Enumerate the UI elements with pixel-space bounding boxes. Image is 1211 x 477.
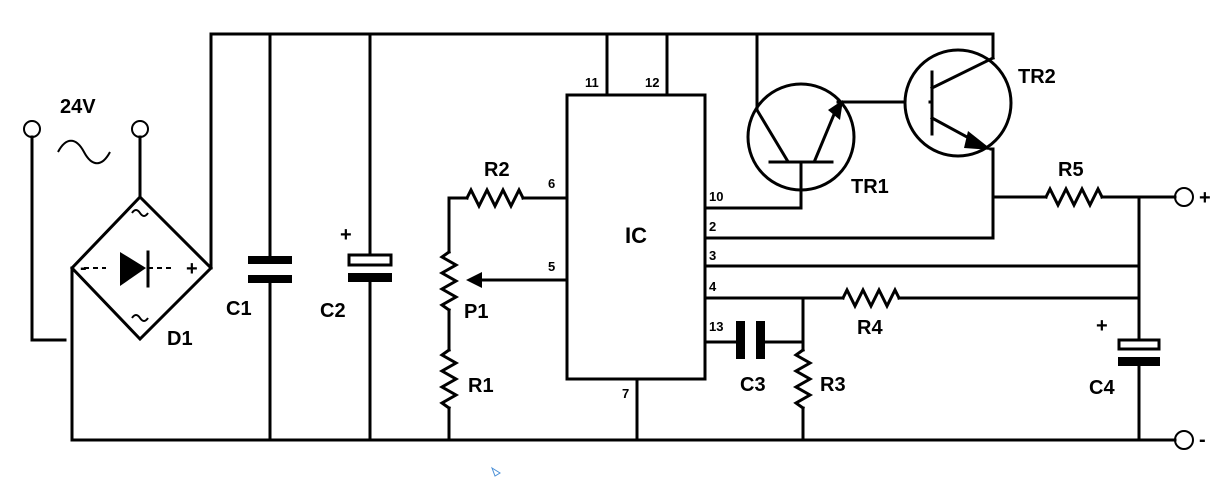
transistor-tr1: TR1 (703, 32, 932, 210)
diode-icon (120, 252, 146, 286)
c1-label: C1 (226, 298, 252, 320)
resistor-r3: R3 (792, 296, 846, 442)
pin-5-label: 5 (548, 259, 555, 274)
r1-label: R1 (468, 375, 494, 397)
tr2-label: TR2 (1018, 66, 1056, 88)
output-terminals: + - (1174, 187, 1211, 451)
c4-plus-sign: + (1096, 315, 1108, 337)
wiper-arrow-icon (466, 272, 482, 288)
output-plus-sign: + (1199, 187, 1211, 209)
ac-sine-icon (57, 139, 111, 165)
r3-label: R3 (820, 374, 846, 396)
r5-label: R5 (1058, 159, 1084, 181)
ac-input: 24V (23, 96, 149, 342)
supply-voltage-label: 24V (60, 96, 96, 118)
resistor-r2: R2 (447, 159, 569, 254)
tr2-emitter-arrow-icon (964, 131, 992, 150)
bridge-rectifier-d1: - + D1 (69, 194, 214, 350)
capacitor-c4: + C4 (1089, 296, 1161, 442)
output-negative-terminal (1174, 430, 1194, 450)
pin-6-label: 6 (548, 176, 555, 191)
resistor-r4: R4 (840, 286, 1141, 339)
sense-wires (703, 195, 1141, 342)
pin-2-label: 2 (709, 219, 716, 234)
c2-label: C2 (320, 300, 346, 322)
capacitor-c2: + C2 (320, 32, 393, 442)
capacitor-c3: C3 (703, 321, 805, 396)
ac-terminal-left (23, 120, 41, 138)
c4-label: C4 (1089, 377, 1115, 399)
bridge-plus-sign: + (186, 258, 198, 280)
tr1-emitter-arrow-icon (828, 100, 843, 120)
rails (70, 32, 1177, 442)
c3-label: C3 (740, 374, 766, 396)
pin-12-label: 12 (645, 75, 659, 90)
pin-13-label: 13 (709, 319, 723, 334)
resistor-r5: R5 (991, 159, 1177, 209)
output-positive-terminal (1174, 187, 1194, 207)
pin-10-label: 10 (709, 189, 723, 204)
ac-tilde-top-icon (131, 209, 149, 217)
r4-label: R4 (857, 317, 883, 339)
bridge-diamond (69, 194, 214, 342)
pin-7-label: 7 (622, 386, 629, 401)
r2-label: R2 (484, 159, 510, 181)
potentiometer-p1: P1 (438, 249, 569, 323)
resistor-r1: R1 (438, 308, 494, 439)
tr1-label: TR1 (851, 176, 889, 198)
ic-chip: IC 11 12 6 5 10 2 3 4 13 7 (548, 32, 723, 442)
output-minus-sign: - (1199, 429, 1206, 451)
pin-11-label: 11 (585, 75, 599, 90)
ac-tilde-bottom-icon (131, 314, 149, 322)
c2-plus-sign: + (340, 224, 352, 246)
transistor-tr2: TR2 (903, 32, 1056, 240)
ac-terminal-right (131, 120, 149, 138)
ic-label: IC (625, 223, 647, 248)
pin-3-label: 3 (709, 248, 716, 263)
bridge-minus-sign: - (80, 257, 87, 279)
capacitor-c1: C1 (226, 32, 292, 442)
d1-label: D1 (167, 328, 193, 350)
pin-4-label: 4 (709, 279, 717, 294)
cursor-icon (491, 466, 501, 477)
p1-label: P1 (464, 301, 488, 323)
